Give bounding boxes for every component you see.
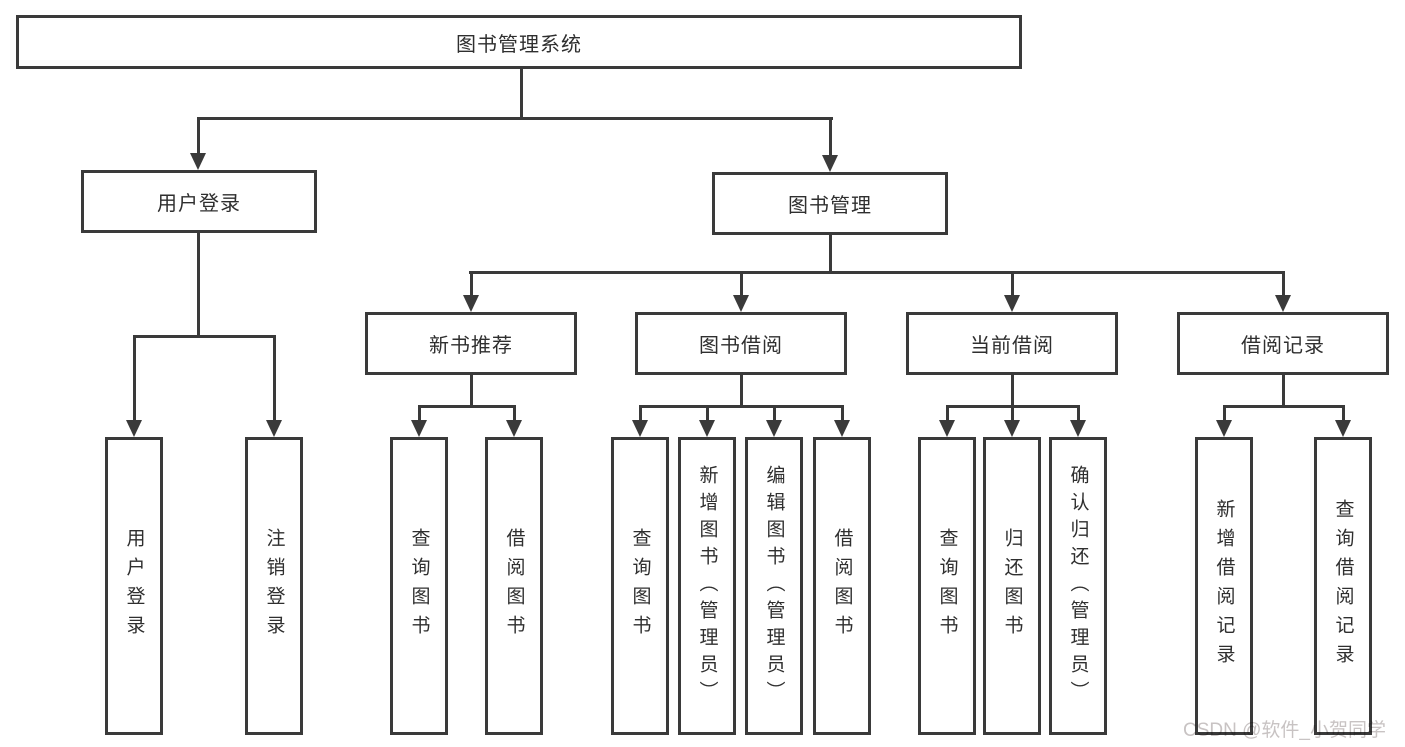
connector-book-management-stub [829,235,832,273]
leaf-label: 注销登录 [263,528,285,644]
csdn-watermark: CSDN @软件_小贺同学 [1183,720,1386,741]
leaf-label: 查询借阅记录 [1332,499,1354,673]
arrowhead-borrow-records [1275,295,1291,312]
node-label: 借阅记录 [1241,335,1325,357]
connector-leaf-shaft [418,405,421,420]
connector-login-leaf-shaft [133,335,136,420]
leaf-borrow-books-recommend: 借阅图书 [485,437,543,735]
connector-book-borrow-stub [740,375,743,407]
arrowhead-leaf [1070,420,1086,437]
leaf-edit-books-admin: 编辑图书（管理员） [745,437,803,735]
arrowhead-new-book [463,295,479,312]
arrowhead-leaf [766,420,782,437]
connector-root-stub [520,68,523,120]
node-label: 新书推荐 [429,335,513,357]
connector-leaf-shaft [1223,405,1226,420]
node-user-login: 用户登录 [81,170,317,233]
connector-book-borrow-shaft [740,271,743,295]
leaf-label: 新增图书（管理员） [696,464,718,708]
arrowhead-logout-leaf [266,420,282,437]
connector-new-book-shaft [470,271,473,295]
connector-leaf-shaft [1342,405,1345,420]
connector-leaf-shaft [706,405,709,420]
leaf-query-books-recommend: 查询图书 [390,437,448,735]
leaf-add-borrow-record: 新增借阅记录 [1195,437,1253,735]
connector-leaf-shaft [1077,405,1080,420]
leaf-label: 查询图书 [629,528,651,644]
connector-user-login-horizontal [133,335,276,338]
leaf-logout: 注销登录 [245,437,303,735]
leaf-query-books-borrow: 查询图书 [611,437,669,735]
connector-borrow-records-horizontal [1223,405,1345,408]
arrowhead-leaf [506,420,522,437]
connector-leaf-shaft [841,405,844,420]
arrowhead-leaf [632,420,648,437]
node-borrow-records: 借阅记录 [1177,312,1389,375]
leaf-label: 用户登录 [123,528,145,644]
leaf-query-borrow-record: 查询借阅记录 [1314,437,1372,735]
leaf-label: 编辑图书（管理员） [763,464,785,708]
arrowhead-book-management [822,155,838,172]
leaf-label: 借阅图书 [831,528,853,644]
leaf-label: 新增借阅记录 [1213,499,1235,673]
leaf-confirm-return-admin: 确认归还（管理员） [1049,437,1107,735]
connector-book-management-shaft [829,117,832,156]
node-book-borrow: 图书借阅 [635,312,847,375]
node-label: 图书管理系统 [456,33,582,56]
connector-new-book-horizontal [418,405,516,408]
node-book-management: 图书管理 [712,172,948,235]
node-label: 用户登录 [157,193,241,215]
arrowhead-leaf [1216,420,1232,437]
arrowhead-user-login [190,153,206,170]
arrowhead-book-borrow [733,295,749,312]
connector-user-login-shaft [197,117,200,154]
connector-user-login-stub [197,233,200,337]
connector-leaf-shaft [513,405,516,420]
arrowhead-current-borrow [1004,295,1020,312]
arrowhead-leaf [1004,420,1020,437]
arrowhead-leaf [411,420,427,437]
leaf-label: 查询图书 [936,528,958,644]
connector-level2-horizontal [469,271,1285,274]
leaf-add-books-admin: 新增图书（管理员） [678,437,736,735]
arrowhead-leaf [939,420,955,437]
node-label: 图书借阅 [699,335,783,357]
connector-new-book-stub [470,375,473,407]
connector-leaf-shaft [639,405,642,420]
node-new-book-recommend: 新书推荐 [365,312,577,375]
connector-logout-leaf-shaft [273,335,276,420]
node-library-management-system: 图书管理系统 [16,15,1022,69]
leaf-label: 查询图书 [408,528,430,644]
arrowhead-login-leaf [126,420,142,437]
arrowhead-leaf [699,420,715,437]
leaf-query-books-current: 查询图书 [918,437,976,735]
connector-book-borrow-horizontal [639,405,844,408]
arrowhead-leaf [1335,420,1351,437]
leaf-label: 归还图书 [1001,528,1023,644]
node-label: 图书管理 [788,195,872,217]
connector-leaf-shaft [946,405,949,420]
connector-leaf-shaft [1011,405,1014,420]
connector-borrow-records-shaft [1282,271,1285,295]
leaf-label: 确认归还（管理员） [1067,464,1089,708]
node-current-borrow: 当前借阅 [906,312,1118,375]
connector-borrow-records-stub [1282,375,1285,407]
leaf-borrow-books: 借阅图书 [813,437,871,735]
connector-current-borrow-stub [1011,375,1014,407]
connector-level1-horizontal [197,117,833,120]
arrowhead-leaf [834,420,850,437]
leaf-label: 借阅图书 [503,528,525,644]
node-label: 当前借阅 [970,335,1054,357]
leaf-user-login: 用户登录 [105,437,163,735]
leaf-return-books: 归还图书 [983,437,1041,735]
connector-current-borrow-shaft [1011,271,1014,295]
connector-leaf-shaft [773,405,776,420]
